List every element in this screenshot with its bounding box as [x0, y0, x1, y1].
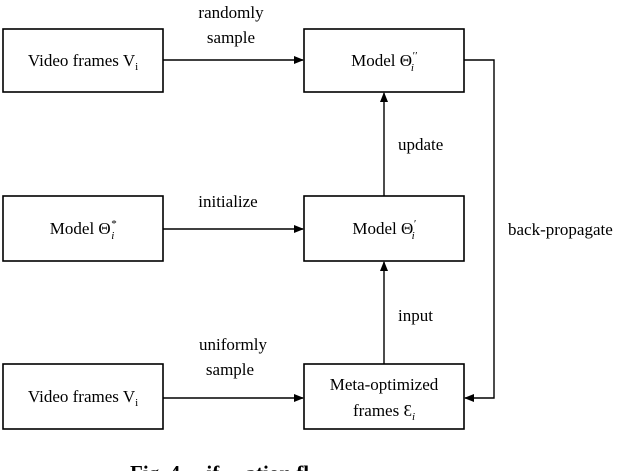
- edge-label-input: input: [398, 306, 433, 325]
- edge-label-uniformly: uniformly: [199, 335, 267, 354]
- node-label: Video frames V: [28, 51, 136, 70]
- figure-caption: Fig. 4 ... if ... ation fl: [130, 461, 309, 471]
- node-video-frames-bottom: Video frames Vi: [2, 363, 164, 430]
- node-model-theta-double-prime: Model Θ′′i: [303, 28, 465, 93]
- edge-label-update: update: [398, 135, 443, 154]
- svg-text:Model Θ′′i: Model Θ′′i: [351, 50, 417, 74]
- node-label: Model Θ: [351, 51, 412, 70]
- node-model-theta-star: Model Θ*i: [2, 195, 164, 262]
- node-video-frames-top: Video frames Vi: [2, 28, 164, 93]
- node-model-theta-prime: Model Θ′i: [303, 195, 465, 262]
- svg-text:Video frames Vi: Video frames Vi: [28, 51, 138, 73]
- svg-text:Video frames Vi: Video frames Vi: [28, 387, 138, 409]
- node-label: Model Θ: [352, 219, 413, 238]
- edge-back-propagate-arrow: [464, 59, 495, 402]
- svg-text:Model Θ′i: Model Θ′i: [352, 218, 416, 242]
- node-label: Video frames V: [28, 387, 136, 406]
- node-label-line2: frames Ɛ: [353, 401, 412, 420]
- node-label-line1: Meta-optimized: [330, 375, 439, 394]
- node-meta-optimized-frames: Meta-optimized frames Ɛi: [303, 363, 465, 430]
- edge-label-randomly: randomly: [198, 3, 264, 22]
- svg-text:frames Ɛi: frames Ɛi: [353, 401, 415, 423]
- node-label: Model Θ: [50, 219, 111, 238]
- edge-label-back-propagate: back-propagate: [508, 220, 613, 239]
- edge-label-sample-top: sample: [207, 28, 255, 47]
- edge-label-sample-bottom: sample: [206, 360, 254, 379]
- edge-label-initialize: initialize: [198, 192, 257, 211]
- svg-text:Model Θ*i: Model Θ*i: [50, 218, 117, 242]
